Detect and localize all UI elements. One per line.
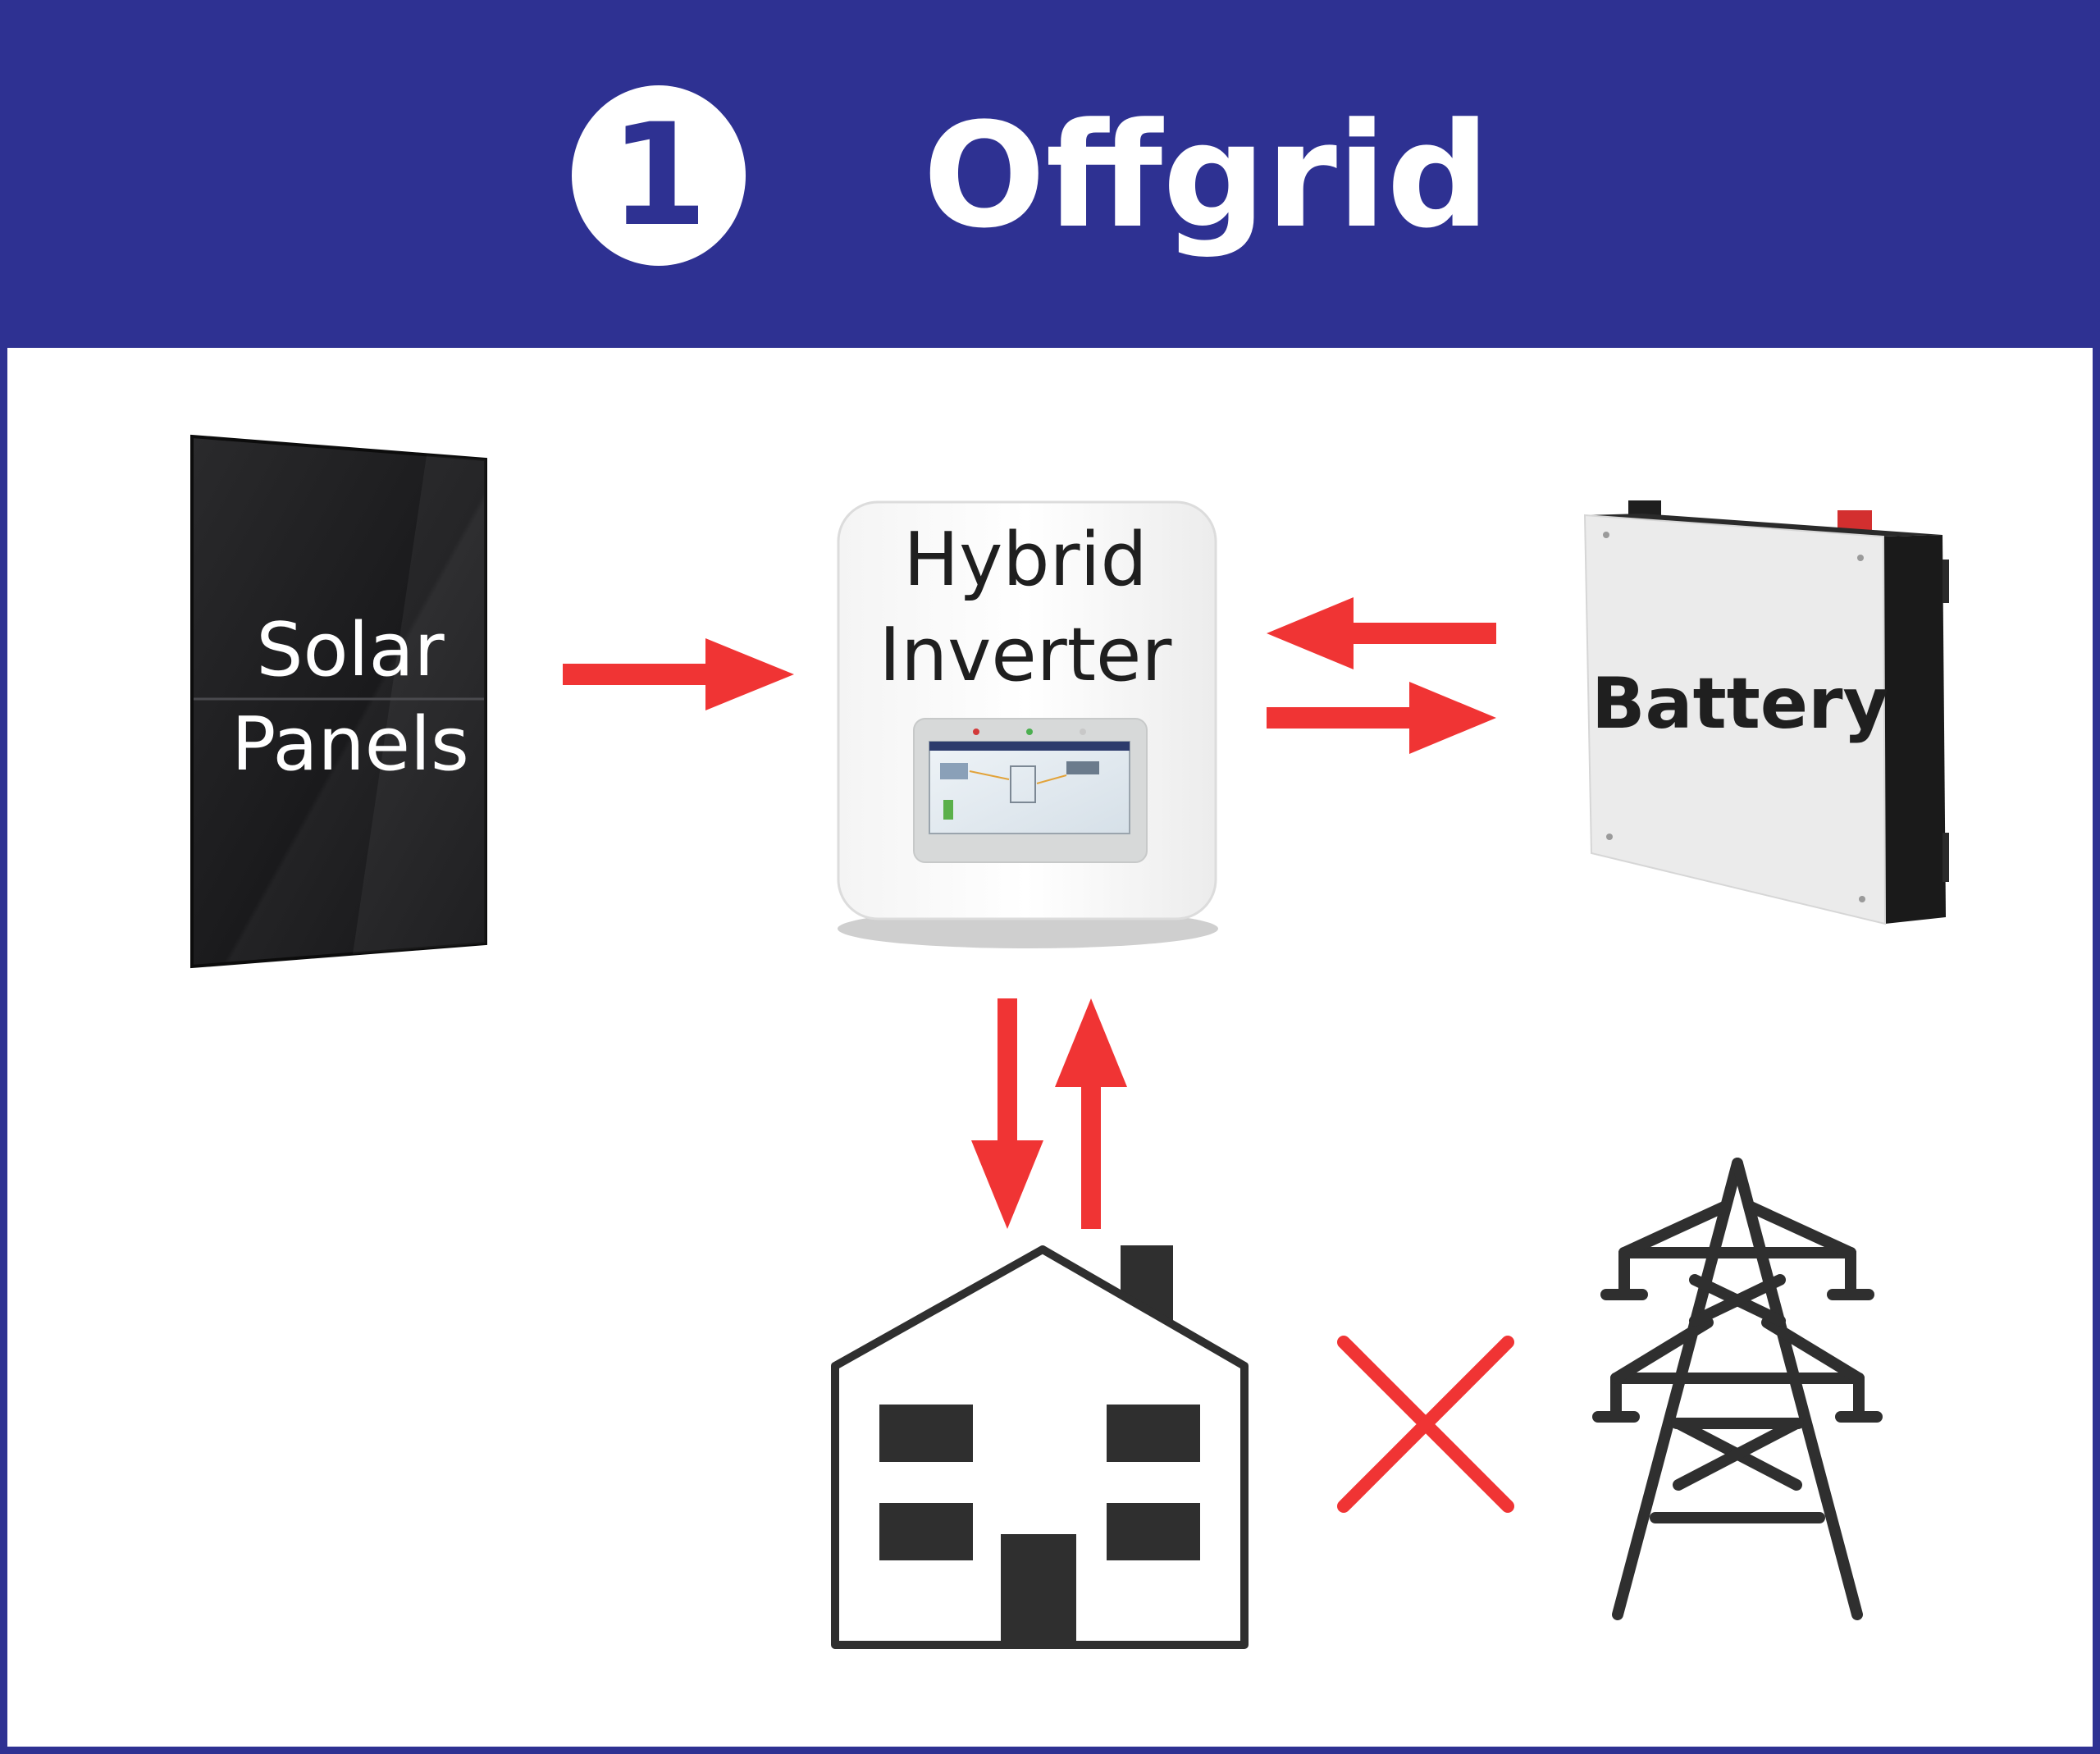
hybrid-inverter-label: Hybrid Inverter [879,517,1172,698]
page-title: Offgrid [923,92,1491,260]
step-number-badge: 1 [572,85,746,266]
arrow-solar-to-inverter [563,638,794,710]
arrow-inverter-to-house [971,998,1043,1229]
arrow-battery-to-inverter [1267,597,1496,669]
header-bar: 1 Offgrid [0,0,2100,348]
battery-label: Battery [1591,663,1889,745]
arrow-house-to-inverter [1055,998,1127,1229]
house-icon [831,1245,1249,1649]
inverter-icon [837,500,1218,948]
disconnected-cross-icon [1337,1336,1514,1513]
solar-panel-icon [190,434,487,969]
solar-panels-label: Solar Panels [231,607,469,788]
battery-icon [1583,500,1949,925]
arrow-inverter-to-battery [1267,682,1496,754]
power-tower-icon [1592,1158,1883,1620]
